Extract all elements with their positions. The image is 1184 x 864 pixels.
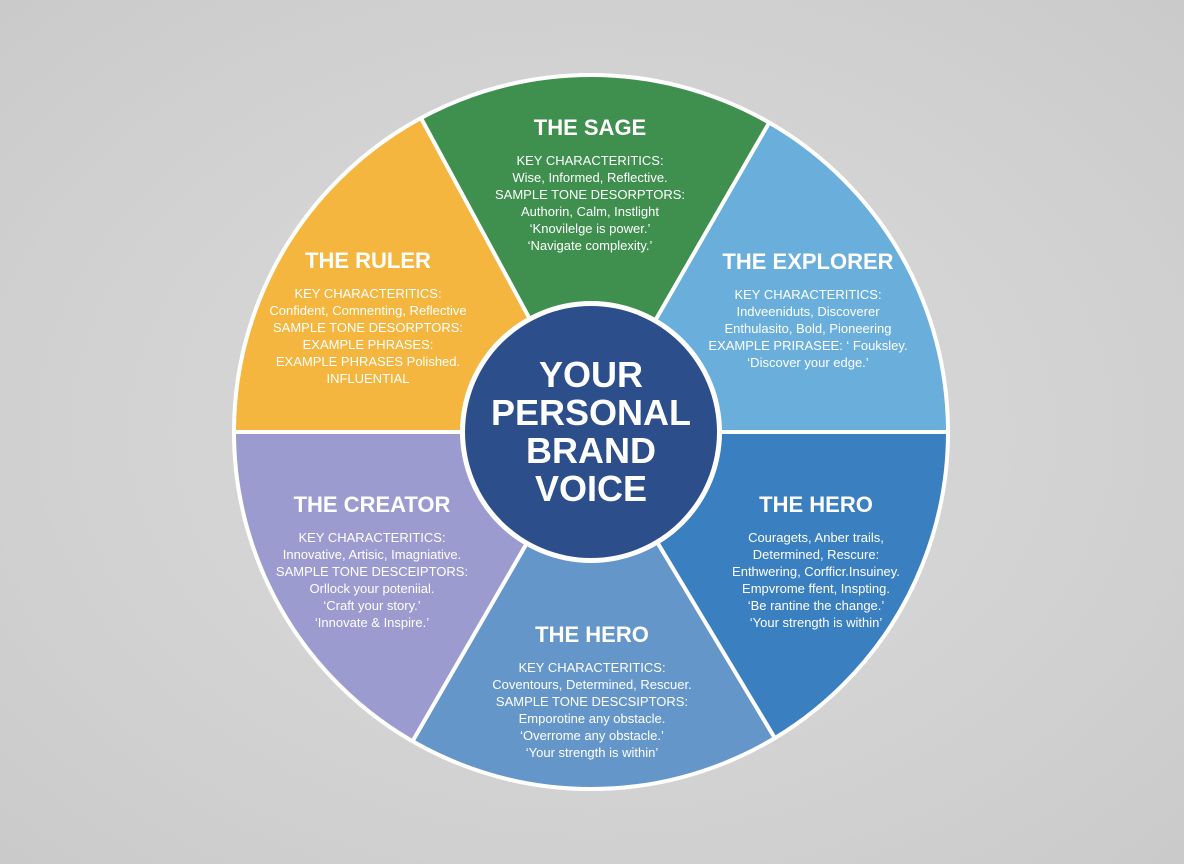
segment-ruler-title: THE RULER xyxy=(305,248,431,273)
segment-sage xyxy=(420,74,770,432)
labels-layer: THE SAGE KEY CHARACTERITICS: Wise, Informe… xyxy=(269,115,907,760)
segment-hero-bottom-text-line: Emporotine any obstacle. xyxy=(519,711,666,726)
segment-hero-bottom-text-line: SAMPLE TONE DESCSIPTORS: xyxy=(496,694,688,709)
segment-creator-text-line: SAMPLE TONE DESCEIPTORS: xyxy=(276,564,468,579)
segment-hero-right-text-line: Determined, Rescure: xyxy=(753,547,879,562)
segment-explorer-text-line: KEY CHARACTERITICS: xyxy=(734,287,881,302)
center-title-line: VOICE xyxy=(535,468,647,509)
segment-hero-right-text-line: Empvrome ffent, Inspting. xyxy=(742,581,890,596)
segment-sage-text-line: Wise, Informed, Reflective. xyxy=(512,170,667,185)
segment-sage-text-line: KEY CHARACTERITICS: xyxy=(516,153,663,168)
segment-creator-text-line: Orllock your poteniial. xyxy=(310,581,435,596)
segment-sage-text-line: ‘Knovilelge is power.’ xyxy=(530,221,651,236)
segment-sage-text-line: Authorin, Calm, Instlight xyxy=(521,204,659,219)
segment-ruler-text-line: EXAMPLE PHRASES Polished. xyxy=(276,354,460,369)
segment-explorer-text-line: ‘Discover your edge.’ xyxy=(747,355,868,370)
segment-sage-label: THE SAGE KEY CHARACTERITICS: Wise, Informe… xyxy=(495,115,685,253)
segment-ruler-label: THE RULER KEY CHARACTERITICS: Confident, C… xyxy=(269,248,466,386)
segment-hero-right-title: THE HERO xyxy=(759,492,873,517)
center-title-line: YOUR xyxy=(539,354,643,395)
segment-hero-bottom-text-line: ‘Your strength is within’ xyxy=(526,745,659,760)
segment-ruler-text-line: INFLUENTIAL xyxy=(326,371,409,386)
segment-hero-bottom-text-line: KEY CHARACTERITICS: xyxy=(518,660,665,675)
segment-hero-right-text-line: ‘Your strength is within’ xyxy=(750,615,883,630)
segment-ruler-text-line: Confident, Comnenting, Reflective xyxy=(269,303,466,318)
segment-ruler-text-line: EXAMPLE PHRASES: xyxy=(303,337,434,352)
segment-sage-text-line: ‘Navigate complexity.’ xyxy=(528,238,653,253)
center-title-line: BRAND xyxy=(526,430,656,471)
segment-hero-right-text-line: ‘Be rantine the change.’ xyxy=(748,598,885,613)
segment-creator-title: THE CREATOR xyxy=(294,492,451,517)
segment-hero-bottom-text-line: Coventours, Determined, Rescuer. xyxy=(492,677,691,692)
segment-hero-right-text-line: Couragets, Anber trails, xyxy=(748,530,884,545)
segment-explorer-text-line: Indveeniduts, Discoverer xyxy=(736,304,880,319)
segment-ruler-text-line: SAMPLE TONE DESORPTORS: xyxy=(273,320,463,335)
segment-hero-bottom-text-line: ‘Overrome any obstacle.’ xyxy=(520,728,664,743)
segment-hero-right-label: THE HERO Couragets, Anber trails, Determin… xyxy=(732,492,900,630)
segment-sage-title: THE SAGE xyxy=(534,115,646,140)
segment-sage-text-line: SAMPLE TONE DESORPTORS: xyxy=(495,187,685,202)
center-hub-circle xyxy=(465,306,717,558)
segment-explorer-label: THE EXPLORER KEY CHARACTERITICS: Indveenid… xyxy=(708,249,907,370)
segment-ruler-text-line: KEY CHARACTERITICS: xyxy=(294,286,441,301)
segment-hero-right-text-line: Enthwering, Corfficr.Insuiney. xyxy=(732,564,900,579)
segment-creator-text-line: KEY CHARACTERITICS: xyxy=(298,530,445,545)
segment-explorer-text-line: Enthulasito, Bold, Pioneering xyxy=(725,321,892,336)
center-title-line: PERSONAL xyxy=(491,392,691,433)
segment-hero-bottom xyxy=(412,432,775,789)
segment-creator-text-line: ‘Craft your story.’ xyxy=(323,598,420,613)
segment-explorer-text-line: EXAMPLE PRIRASEE: ‘ Fouksley. xyxy=(708,338,907,353)
segment-creator-text-line: Innovative, Artisic, Imagniative. xyxy=(283,547,461,562)
segment-hero-bottom-title: THE HERO xyxy=(535,622,649,647)
segment-creator-label: THE CREATOR KEY CHARACTERITICS: Innovative… xyxy=(276,492,468,630)
segment-explorer-title: THE EXPLORER xyxy=(722,249,893,274)
segment-hero-bottom-label: THE HERO KEY CHARACTERITICS: Coventours, D… xyxy=(492,622,691,760)
segment-creator-text-line: ‘Innovate & Inspire.’ xyxy=(315,615,429,630)
